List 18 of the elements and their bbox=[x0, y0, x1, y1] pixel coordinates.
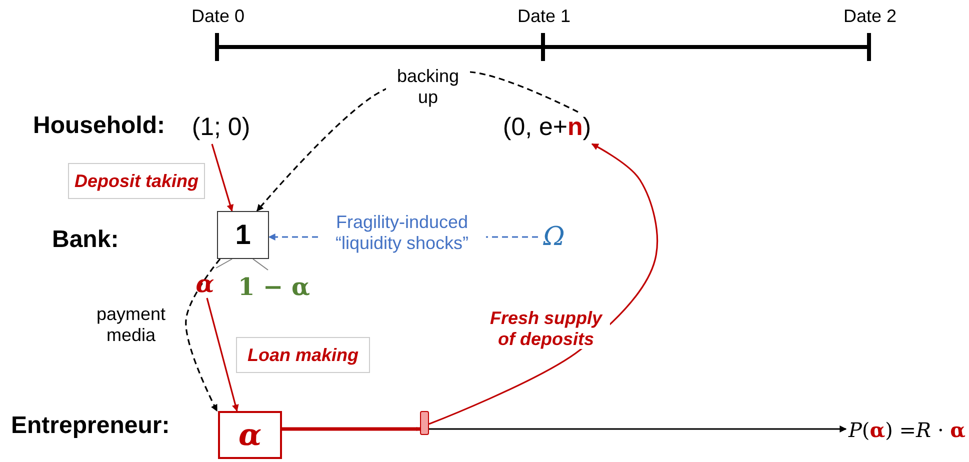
annotation-box: Loan making bbox=[236, 337, 370, 373]
date-label: Date 1 bbox=[516, 6, 572, 27]
date-label: Date 2 bbox=[842, 6, 898, 27]
row-label: Household: bbox=[33, 112, 166, 140]
row-label: Bank: bbox=[52, 226, 120, 254]
date-label: Date 0 bbox=[190, 6, 246, 27]
payoff-formula: P(α) =R · α bbox=[846, 414, 968, 446]
endowment-text: (1; 0) bbox=[184, 110, 258, 144]
marker-bar bbox=[420, 411, 429, 435]
annotation-box: Deposit taking bbox=[68, 163, 205, 199]
bank-box: 1 bbox=[217, 211, 269, 259]
entrepreneur-box: α bbox=[218, 411, 282, 459]
edge-label: backing up bbox=[386, 66, 470, 108]
one-minus-alpha-symbol: 1 − α bbox=[236, 270, 312, 302]
endowment-text: (0, e+n) bbox=[494, 110, 600, 144]
alpha-symbol: α bbox=[192, 268, 218, 298]
row-label: Entrepreneur: bbox=[11, 412, 171, 440]
omega-symbol: Ω bbox=[538, 220, 570, 254]
